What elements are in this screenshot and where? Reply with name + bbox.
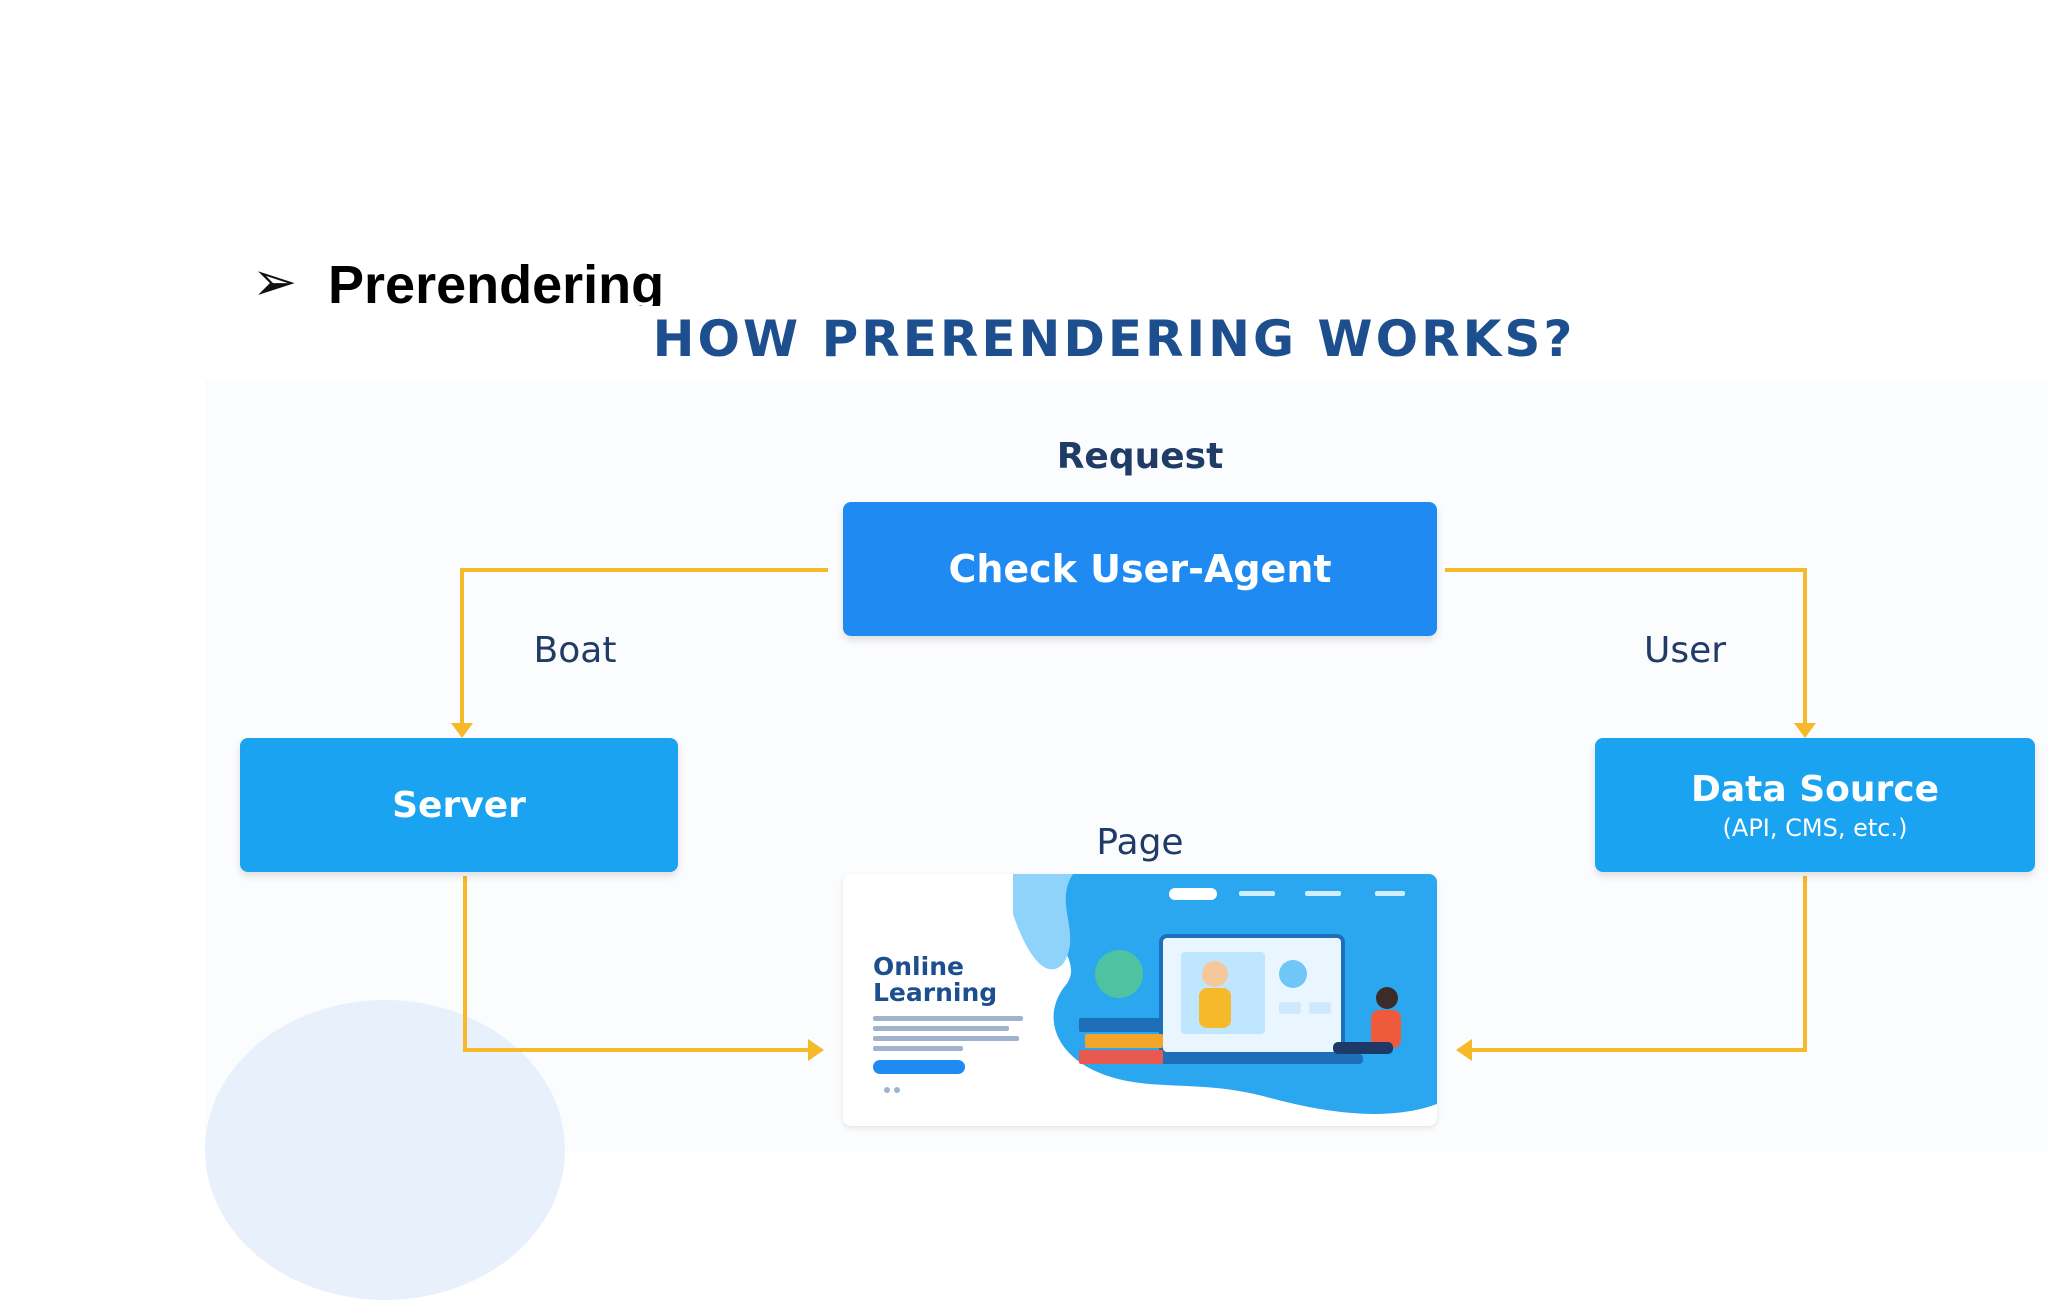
nav-link-2 [1305, 891, 1341, 896]
server-node: Server [240, 738, 678, 872]
nav-pill [1169, 888, 1217, 900]
nav-link-3 [1375, 891, 1405, 896]
pager-dot-1 [884, 1087, 890, 1093]
nav-link-1 [1239, 891, 1275, 896]
book-3 [1079, 1050, 1163, 1064]
teacher-body [1199, 988, 1231, 1028]
page-label: Page [1096, 822, 1184, 863]
text-line-4 [873, 1046, 963, 1051]
arrowhead-datasource [1794, 723, 1816, 738]
online-learning-illustration [873, 874, 1437, 1114]
student-body [1371, 1010, 1401, 1048]
connector-datasource-to-page [1470, 876, 1807, 1052]
text-line-1 [873, 1016, 1023, 1021]
bullet-marker: ➢ [252, 252, 298, 312]
data-source-node: Data Source (API, CMS, etc.) [1595, 738, 2035, 872]
text-line-3 [873, 1036, 1019, 1041]
connector-agent-to-server [460, 568, 828, 725]
slide: ➢ Prerendering HOW PRERENDERING WORKS? R… [205, 252, 2035, 1300]
connector-lines [451, 568, 1816, 1061]
arrowhead-server [451, 723, 473, 738]
pager-dot-2 [894, 1087, 900, 1093]
student-head [1376, 987, 1398, 1009]
connector-agent-to-datasource [1445, 568, 1807, 725]
server-text: Server [392, 784, 526, 826]
screen-tile-2 [1309, 1002, 1331, 1014]
text-line-2 [873, 1026, 1009, 1031]
book-2 [1085, 1034, 1163, 1048]
light-wave-shape [1013, 874, 1073, 970]
arrowhead-page-right [1456, 1039, 1472, 1061]
screen-tile-1 [1279, 1002, 1301, 1014]
globe-icon [1095, 950, 1143, 998]
request-label: Request [1056, 436, 1224, 477]
online-learning-title: Online Learning [873, 954, 997, 1006]
cta-button [873, 1060, 965, 1074]
user-label: User [1643, 630, 1727, 671]
check-user-agent-text: Check User-Agent [948, 547, 1332, 591]
teacher-head [1202, 961, 1228, 987]
student-legs [1333, 1042, 1393, 1054]
online-learning-line-1: Online [873, 952, 964, 981]
laptop-base [1143, 1054, 1363, 1064]
data-source-subtext: (API, CMS, etc.) [1722, 813, 1908, 842]
page-illustration: Online Learning [843, 874, 1437, 1126]
data-source-text: Data Source [1690, 768, 1939, 810]
boat-label: Boat [533, 630, 617, 671]
book-1 [1079, 1018, 1163, 1032]
arrowhead-page-left [808, 1039, 824, 1061]
slide-heading: Prerendering [328, 256, 665, 306]
check-user-agent-node: Check User-Agent [843, 502, 1437, 636]
diagram-title: HOW PRERENDERING WORKS? [652, 310, 1576, 368]
online-learning-line-2: Learning [873, 978, 998, 1007]
connector-server-to-page [463, 876, 810, 1052]
pie-chart-icon [1279, 960, 1307, 988]
